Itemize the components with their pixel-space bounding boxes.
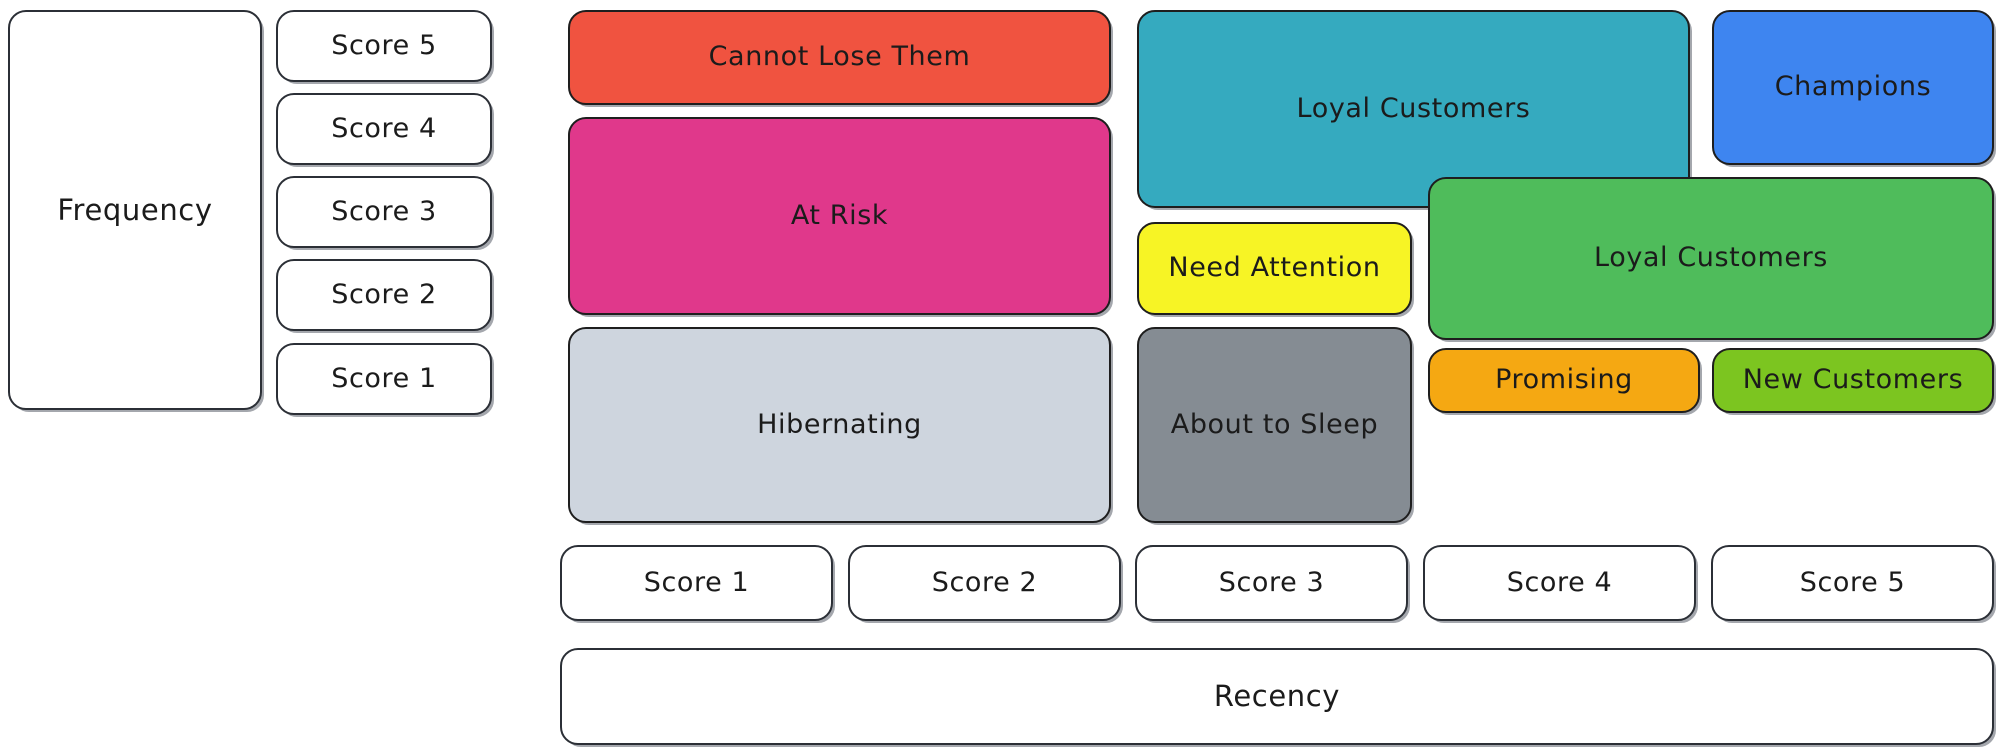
frequency-score-2-label: Score 2 xyxy=(331,278,437,310)
recency-score-3-label: Score 3 xyxy=(1218,566,1325,598)
segment-at-risk[interactable]: At Risk xyxy=(568,117,1111,315)
segment-loyal-customers-teal[interactable]: Loyal Customers xyxy=(1137,10,1690,208)
frequency-score-5-label: Score 5 xyxy=(331,29,437,61)
recency-score-1-label: Score 1 xyxy=(643,566,750,598)
recency-score-4-label: Score 4 xyxy=(1506,566,1613,598)
frequency-score-1-label: Score 1 xyxy=(331,362,437,394)
frequency-score-5[interactable]: Score 5 xyxy=(276,10,492,82)
recency-score-4[interactable]: Score 4 xyxy=(1423,545,1696,621)
segment-loyal-customers-green-label: Loyal Customers xyxy=(1594,242,1828,274)
recency-axis-label-box: Recency xyxy=(560,648,1994,745)
segment-new-customers-label: New Customers xyxy=(1742,364,1964,396)
segment-promising[interactable]: Promising xyxy=(1428,348,1700,413)
recency-score-2[interactable]: Score 2 xyxy=(848,545,1121,621)
frequency-score-2[interactable]: Score 2 xyxy=(276,259,492,331)
recency-score-5-label: Score 5 xyxy=(1799,566,1906,598)
frequency-axis-label: Frequency xyxy=(57,192,213,227)
segment-at-risk-label: At Risk xyxy=(790,199,889,231)
segment-champions[interactable]: Champions xyxy=(1712,10,1994,165)
recency-score-3[interactable]: Score 3 xyxy=(1135,545,1408,621)
segment-hibernating-label: Hibernating xyxy=(757,408,922,440)
segment-about-to-sleep-label: About to Sleep xyxy=(1170,408,1379,440)
frequency-score-3[interactable]: Score 3 xyxy=(276,176,492,248)
recency-axis-label: Recency xyxy=(1213,679,1341,714)
segment-champions-label: Champions xyxy=(1774,71,1932,103)
segment-need-attention[interactable]: Need Attention xyxy=(1137,222,1412,315)
recency-score-2-label: Score 2 xyxy=(931,566,1038,598)
segment-cannot-lose-them[interactable]: Cannot Lose Them xyxy=(568,10,1111,105)
frequency-score-4[interactable]: Score 4 xyxy=(276,93,492,165)
segment-about-to-sleep[interactable]: About to Sleep xyxy=(1137,327,1412,523)
segment-new-customers[interactable]: New Customers xyxy=(1712,348,1994,413)
recency-score-1[interactable]: Score 1 xyxy=(560,545,833,621)
segment-loyal-customers-teal-label: Loyal Customers xyxy=(1296,92,1531,124)
frequency-axis-label-box: Frequency xyxy=(8,10,262,410)
segment-promising-label: Promising xyxy=(1495,364,1633,396)
segment-need-attention-label: Need Attention xyxy=(1168,252,1381,284)
segment-hibernating[interactable]: Hibernating xyxy=(568,327,1111,523)
frequency-score-4-label: Score 4 xyxy=(331,112,437,144)
frequency-score-1[interactable]: Score 1 xyxy=(276,343,492,415)
segment-cannot-lose-them-label: Cannot Lose Them xyxy=(708,41,971,73)
recency-score-5[interactable]: Score 5 xyxy=(1711,545,1994,621)
segment-loyal-customers-green[interactable]: Loyal Customers xyxy=(1428,177,1994,340)
frequency-score-3-label: Score 3 xyxy=(331,195,437,227)
